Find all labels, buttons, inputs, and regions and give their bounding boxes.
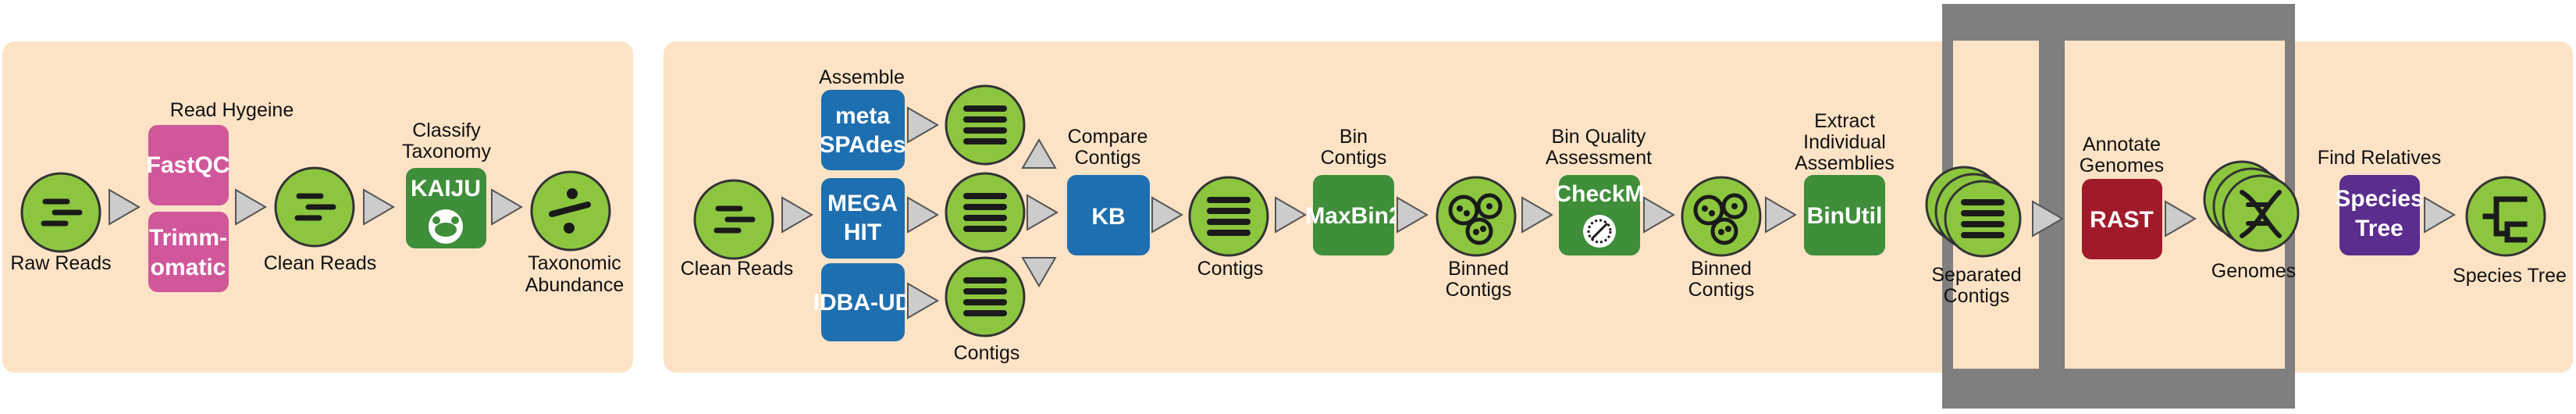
- rast-label: RAST: [2090, 207, 2154, 233]
- separated-contigs-label-2: Contigs: [1944, 285, 2010, 307]
- binutil-tool[interactable]: [1804, 175, 1885, 255]
- contigs-icon: [1207, 197, 1251, 236]
- checkm-logo-icon: [1583, 215, 1616, 248]
- compare-contigs-title-2: Contigs: [1075, 147, 1141, 169]
- fastqc-tool[interactable]: [148, 125, 229, 205]
- bin-quality-title-1: Bin Quality: [1552, 126, 1646, 148]
- fastqc-label: FastQC: [147, 152, 230, 178]
- clean-reads-label: Clean Reads: [681, 258, 794, 280]
- species-tree-tool[interactable]: [2339, 175, 2420, 255]
- contigs-icon: [1961, 199, 2005, 238]
- kb-label: KB: [1091, 204, 1125, 230]
- separated-contigs-node[interactable]: [1925, 166, 2022, 258]
- megahit-label-1: MEGA: [827, 191, 898, 216]
- binned-contigs-node[interactable]: [1681, 176, 1762, 257]
- idba-ud-tool[interactable]: [821, 263, 905, 341]
- raw-reads-node[interactable]: [20, 172, 101, 253]
- idba-ud-label: IDBA-UD: [813, 290, 913, 316]
- metaspades-tool[interactable]: [821, 90, 905, 170]
- binutil-label: BinUtil: [1807, 203, 1883, 229]
- reads-icon: [41, 198, 83, 227]
- classify-title-2: Taxonomy: [402, 141, 491, 162]
- contigs-node[interactable]: [1188, 176, 1269, 257]
- raw-reads-label: Raw Reads: [10, 252, 111, 274]
- contigs-label: Contigs: [954, 342, 1020, 364]
- megahit-tool[interactable]: [821, 178, 905, 259]
- merge-arrow-down: [1021, 257, 1057, 287]
- bins-icon: [1448, 193, 1503, 245]
- species-tree-node[interactable]: [2465, 176, 2546, 257]
- binned-contigs-node[interactable]: [1436, 176, 1517, 257]
- dna-icon: [2240, 190, 2282, 238]
- binned-contigs-label-2: Contigs: [1688, 279, 1755, 301]
- annotate-genomes-title-1: Annotate: [2083, 134, 2161, 155]
- binned-contigs-label-1: Binned: [1448, 258, 1509, 280]
- kb-tool[interactable]: [1067, 175, 1150, 255]
- extract-title-1: Extract: [1814, 110, 1875, 132]
- rast-tool[interactable]: [2082, 179, 2162, 259]
- taxonomic-abundance-node[interactable]: [530, 170, 611, 252]
- annotate-genomes-title-2: Genomes: [2080, 155, 2164, 177]
- contigs-icon: [963, 193, 1007, 232]
- species-tree-tool-label-2: Tree: [2355, 216, 2403, 241]
- scatter-icon: [549, 188, 591, 234]
- species-tree-tool-label-1: Species: [2335, 186, 2423, 212]
- clean-reads-node[interactable]: [693, 179, 774, 260]
- maxbin2-tool[interactable]: [1313, 175, 1394, 255]
- bin-quality-title-2: Assessment: [1546, 147, 1652, 169]
- compare-contigs-title-1: Compare: [1068, 126, 1148, 148]
- contigs-icon: [963, 277, 1007, 316]
- species-tree-label: Species Tree: [2453, 265, 2567, 287]
- bin-contigs-title-1: Bin: [1340, 126, 1368, 148]
- binned-contigs-label-1: Binned: [1691, 258, 1752, 280]
- megahit-label-2: HIT: [844, 219, 881, 245]
- reads-icon: [294, 193, 336, 221]
- kaiju-label: KAIJU: [411, 176, 481, 202]
- metaspades-label-2: SPAdes: [819, 132, 906, 158]
- contigs-icon: [963, 105, 1007, 145]
- genomes-node[interactable]: [2203, 160, 2300, 252]
- maxbin2-label: MaxBin2: [1305, 203, 1401, 229]
- contigs-node[interactable]: [945, 172, 1026, 253]
- bin-contigs-title-2: Contigs: [1321, 147, 1387, 169]
- metaspades-label-1: meta: [835, 103, 890, 129]
- trimmomatic-tool[interactable]: [148, 212, 229, 292]
- contigs-node[interactable]: [945, 84, 1026, 166]
- clean-reads-node[interactable]: [274, 166, 355, 248]
- separated-contigs-label-1: Separated: [1931, 264, 2021, 286]
- clean-reads-label: Clean Reads: [264, 252, 377, 274]
- contigs-label: Contigs: [1197, 258, 1264, 280]
- genomes-label: Genomes: [2211, 260, 2296, 282]
- trimmomatic-label-1: Trimm-: [149, 225, 227, 251]
- taxonomic-abundance-label-2: Abundance: [525, 274, 624, 296]
- bins-icon: [1693, 193, 1748, 245]
- read-hygeine-title: Read Hygeine: [170, 99, 294, 121]
- checkm-label: CheckM: [1554, 181, 1644, 207]
- find-relatives-title: Find Relatives: [2318, 147, 2441, 169]
- trimmomatic-label-2: omatic: [151, 255, 226, 280]
- binned-contigs-label-2: Contigs: [1446, 279, 1512, 301]
- taxonomic-abundance-label-1: Taxonomic: [528, 252, 621, 274]
- tree-icon: [2482, 196, 2528, 243]
- classify-title-1: Classify: [412, 120, 481, 141]
- extract-title-3: Assemblies: [1795, 152, 1895, 174]
- extract-title-2: Individual: [1803, 131, 1886, 153]
- merge-arrow-up: [1021, 138, 1057, 169]
- kaiju-tool[interactable]: [406, 168, 486, 248]
- reads-icon: [713, 205, 756, 234]
- assemble-title: Assemble: [819, 66, 905, 88]
- kaiju-logo-icon: [429, 209, 463, 244]
- contigs-node[interactable]: [945, 256, 1026, 337]
